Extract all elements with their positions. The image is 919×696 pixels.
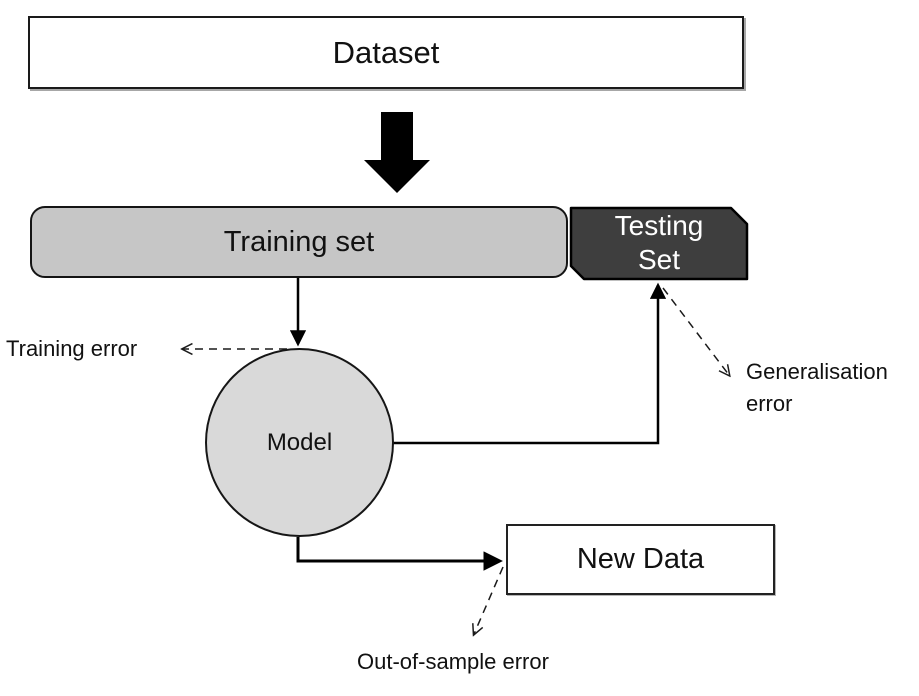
model-label: Model: [266, 428, 333, 456]
model-node: Model: [205, 348, 394, 537]
new-data-node: New Data: [506, 524, 775, 595]
model-to-newdata-arrow: [296, 537, 503, 571]
training-set-label: Training set: [223, 225, 375, 258]
dataset-split-block-arrow: [364, 112, 430, 193]
out-of-sample-error-label: Out-of-sample error: [357, 649, 549, 674]
testing-set-shape: [569, 206, 749, 281]
dataset-node: Dataset: [28, 16, 744, 89]
dataset-label: Dataset: [332, 34, 440, 70]
generalisation-error-label: Generalisation error: [746, 359, 888, 416]
testing-set-node: Testing Set: [568, 205, 750, 282]
model-to-testing-arrow: [393, 282, 667, 445]
training-set-node: Training set: [30, 206, 568, 278]
out-of-sample-error-dashed-arrow: [474, 566, 504, 634]
generalisation-error-dashed-arrow: [662, 287, 729, 375]
training-error-label: Training error: [6, 336, 138, 361]
new-data-label: New Data: [576, 543, 705, 575]
testing-set-label: Testing Set: [614, 210, 704, 275]
